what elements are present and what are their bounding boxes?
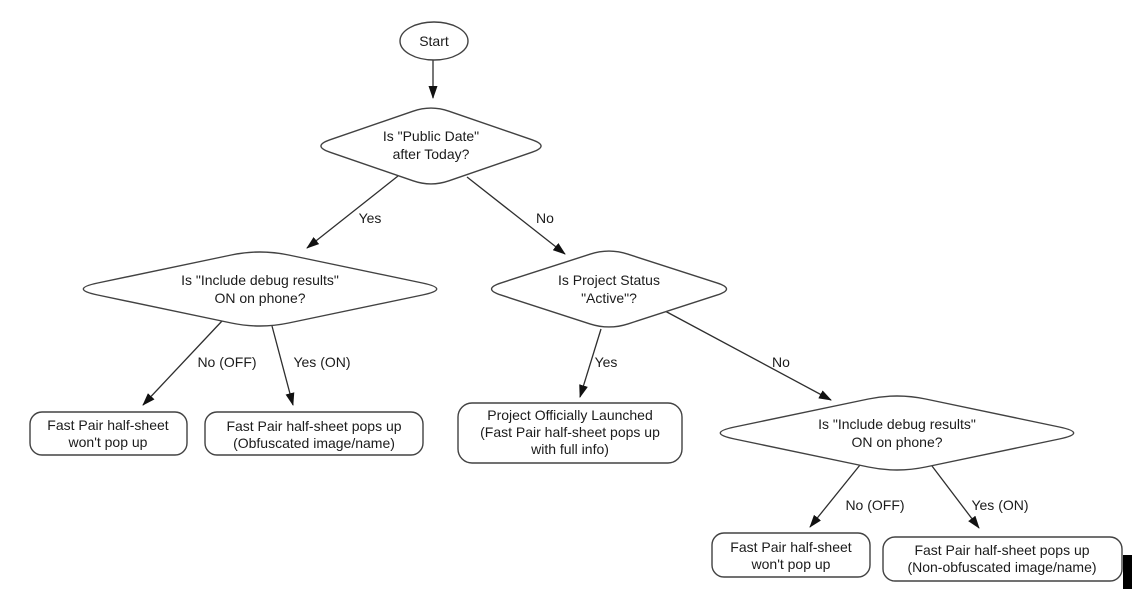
edge-debug-left-no (142, 320, 223, 406)
result-non-obfuscated-line1: Fast Pair half-sheet pops up (914, 542, 1089, 558)
decision-public-date-shape (320, 107, 542, 185)
start-label: Start (419, 33, 449, 49)
node-decision-debug-right: Is "Include debug results" ON on phone? (719, 395, 1075, 471)
node-result-no-popup-left: Fast Pair half-sheet won't pop up (29, 411, 188, 456)
edge-debug-right-no (809, 464, 861, 528)
node-decision-debug-left: Is "Include debug results" ON on phone? (82, 251, 438, 327)
edge-public-date-yes (306, 175, 399, 249)
decision-debug-left-line2: ON on phone? (214, 290, 305, 306)
edge-label-debug-left-yes: Yes (ON) (293, 354, 350, 370)
result-no-popup-left-shape (29, 411, 188, 456)
result-no-popup-right-line2: won't pop up (751, 556, 831, 572)
edge-label-debug-left-no: No (OFF) (197, 354, 256, 370)
node-result-non-obfuscated: Fast Pair half-sheet pops up (Non-obfusc… (882, 536, 1123, 582)
connectors (142, 60, 980, 529)
node-decision-project-status: Is Project Status "Active"? (490, 250, 728, 328)
decision-project-status-shape (490, 250, 728, 328)
node-decision-public-date: Is "Public Date" after Today? (320, 107, 542, 185)
edge-debug-right-yes (931, 465, 980, 529)
result-non-obfuscated-shape (882, 536, 1123, 582)
result-obfuscated-line1: Fast Pair half-sheet pops up (226, 418, 401, 434)
decision-debug-right-shape (719, 395, 1075, 471)
result-no-popup-right-shape (711, 532, 871, 578)
edge-label-project-status-yes: Yes (595, 354, 618, 370)
decision-project-status-line1: Is Project Status (558, 272, 660, 288)
edge-label-debug-right-no: No (OFF) (845, 497, 904, 513)
edge-label-public-date-yes: Yes (359, 210, 382, 226)
result-launched-line2: (Fast Pair half-sheet pops up (480, 424, 660, 440)
node-result-no-popup-right: Fast Pair half-sheet won't pop up (711, 532, 871, 578)
result-launched-line1: Project Officially Launched (487, 407, 653, 423)
result-non-obfuscated-line2: (Non-obfuscated image/name) (907, 559, 1096, 575)
node-start: Start (399, 21, 469, 61)
edge-labels: Yes No No (OFF) Yes (ON) Yes No No (OFF)… (197, 210, 1028, 513)
result-no-popup-left-line2: won't pop up (68, 434, 148, 450)
result-no-popup-right-line1: Fast Pair half-sheet (730, 539, 851, 555)
text-caret (1123, 555, 1132, 589)
edge-debug-left-yes (271, 325, 295, 406)
result-no-popup-left-line1: Fast Pair half-sheet (47, 417, 168, 433)
edge-project-status-yes (579, 328, 602, 398)
decision-debug-left-shape (82, 251, 438, 327)
decision-debug-left-line1: Is "Include debug results" (181, 272, 339, 288)
decision-project-status-line2: "Active"? (581, 290, 637, 306)
result-obfuscated-shape (204, 411, 424, 456)
decision-debug-right-line1: Is "Include debug results" (818, 416, 976, 432)
node-result-obfuscated: Fast Pair half-sheet pops up (Obfuscated… (204, 411, 424, 456)
edge-project-status-no (664, 310, 832, 401)
decision-public-date-line2: after Today? (393, 146, 470, 162)
result-launched-shape (457, 402, 683, 464)
decision-debug-right-line2: ON on phone? (851, 434, 942, 450)
start-shape (399, 21, 469, 61)
edge-label-project-status-no: No (772, 354, 790, 370)
result-launched-line3: with full info) (530, 441, 609, 457)
edge-label-public-date-no: No (536, 210, 554, 226)
node-result-launched: Project Officially Launched (Fast Pair h… (457, 402, 683, 464)
edge-public-date-no (466, 176, 566, 255)
result-obfuscated-line2: (Obfuscated image/name) (233, 435, 395, 451)
decision-public-date-line1: Is "Public Date" (383, 128, 479, 144)
edge-label-debug-right-yes: Yes (ON) (971, 497, 1028, 513)
